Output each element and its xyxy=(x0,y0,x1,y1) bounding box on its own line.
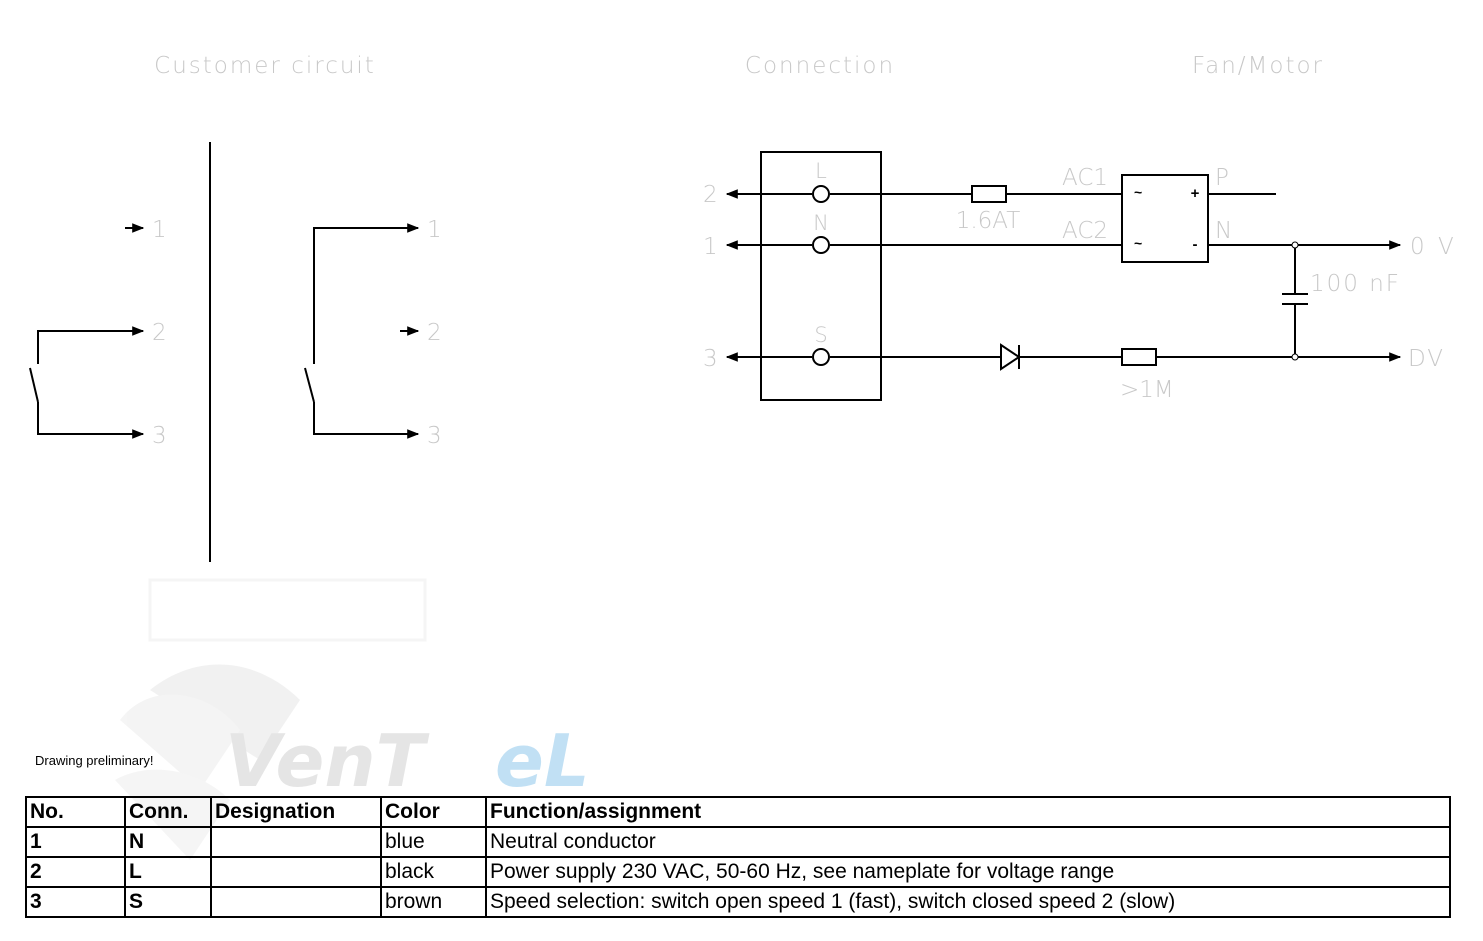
table-row: 3 S brown Speed selection: switch open s… xyxy=(25,886,1451,918)
customer-right-pin-2: 2 xyxy=(427,320,442,346)
cell-no: 2 xyxy=(25,856,126,888)
cell-conn: S xyxy=(124,886,212,918)
rectifier-box xyxy=(1121,174,1209,263)
cell-color: brown xyxy=(380,886,487,918)
customer-left-pin-3: 3 xyxy=(152,423,167,449)
connection-pin-1: 1 xyxy=(703,234,718,260)
fuse-label: 1.6AT xyxy=(956,208,1021,234)
rectifier-minus: - xyxy=(1193,236,1198,253)
header-color: Color xyxy=(380,796,487,828)
rectifier-plus: + xyxy=(1191,185,1200,202)
ac1-label: AC1 xyxy=(1062,165,1108,191)
terminal-label-N: N xyxy=(813,211,829,235)
capacitor-label: 100 nF xyxy=(1310,271,1401,297)
cell-color: blue xyxy=(380,826,487,858)
output-0v-label: 0 V xyxy=(1410,234,1457,260)
line-L xyxy=(725,185,1122,203)
header-designation: Designation xyxy=(210,796,382,828)
cell-no: 3 xyxy=(25,886,126,918)
cell-function: Power supply 230 VAC, 50-60 Hz, see name… xyxy=(485,856,1451,888)
n-label: N xyxy=(1215,218,1232,244)
table-row: 1 N blue Neutral conductor xyxy=(25,826,1451,858)
rectifier-tilde-bottom: ~ xyxy=(1134,235,1142,251)
capacitor-symbol xyxy=(1282,241,1308,361)
connection-pin-2: 2 xyxy=(703,182,718,208)
resistor-label: >1M xyxy=(1120,377,1174,403)
svg-text:eL: eL xyxy=(495,719,590,803)
rectifier-tilde-top: ~ xyxy=(1134,184,1142,200)
table-header-row: No. Conn. Designation Color Function/ass… xyxy=(25,796,1451,828)
cell-function: Neutral conductor xyxy=(485,826,1451,858)
customer-right-pin-1: 1 xyxy=(427,217,442,243)
cell-designation xyxy=(210,886,382,918)
cell-conn: N xyxy=(124,826,212,858)
resistor-symbol xyxy=(1121,348,1157,366)
connection-table: No. Conn. Designation Color Function/ass… xyxy=(25,796,1451,918)
connection-terminal-block xyxy=(760,151,882,401)
cell-conn: L xyxy=(124,856,212,888)
drawing-preliminary-note: Drawing preliminary! xyxy=(35,753,154,768)
customer-left-pin-1: 1 xyxy=(152,217,167,243)
cell-designation xyxy=(210,826,382,858)
customer-switch-left xyxy=(29,223,145,439)
cell-function: Speed selection: switch open speed 1 (fa… xyxy=(485,886,1451,918)
fuse-symbol xyxy=(971,185,1007,203)
line-N xyxy=(725,236,1122,254)
customer-left-pin-2: 2 xyxy=(152,320,167,346)
header-conn: Conn. xyxy=(124,796,212,828)
customer-switch-right xyxy=(304,223,420,439)
output-dv-label: DV xyxy=(1408,346,1445,372)
line-S xyxy=(725,343,1402,371)
ac2-label: AC2 xyxy=(1062,218,1108,244)
header-function: Function/assignment xyxy=(485,796,1451,828)
terminal-label-L: L xyxy=(815,159,827,183)
connection-pin-3: 3 xyxy=(703,346,718,372)
table-row: 2 L black Power supply 230 VAC, 50-60 Hz… xyxy=(25,856,1451,888)
terminal-label-S: S xyxy=(814,323,827,347)
header-fan-motor: Fan/Motor xyxy=(1192,53,1324,79)
cell-color: black xyxy=(380,856,487,888)
customer-right-pin-3: 3 xyxy=(427,423,442,449)
header-customer-circuit: Customer circuit xyxy=(154,53,376,79)
cell-no: 1 xyxy=(25,826,126,858)
header-no: No. xyxy=(25,796,126,828)
diode-symbol xyxy=(1000,343,1021,371)
p-label: P xyxy=(1215,165,1229,191)
svg-text:VenT: VenT xyxy=(225,719,430,803)
cell-designation xyxy=(210,856,382,888)
header-connection: Connection xyxy=(745,53,895,79)
ventel-watermark-logo: VenT eL xyxy=(115,578,590,860)
